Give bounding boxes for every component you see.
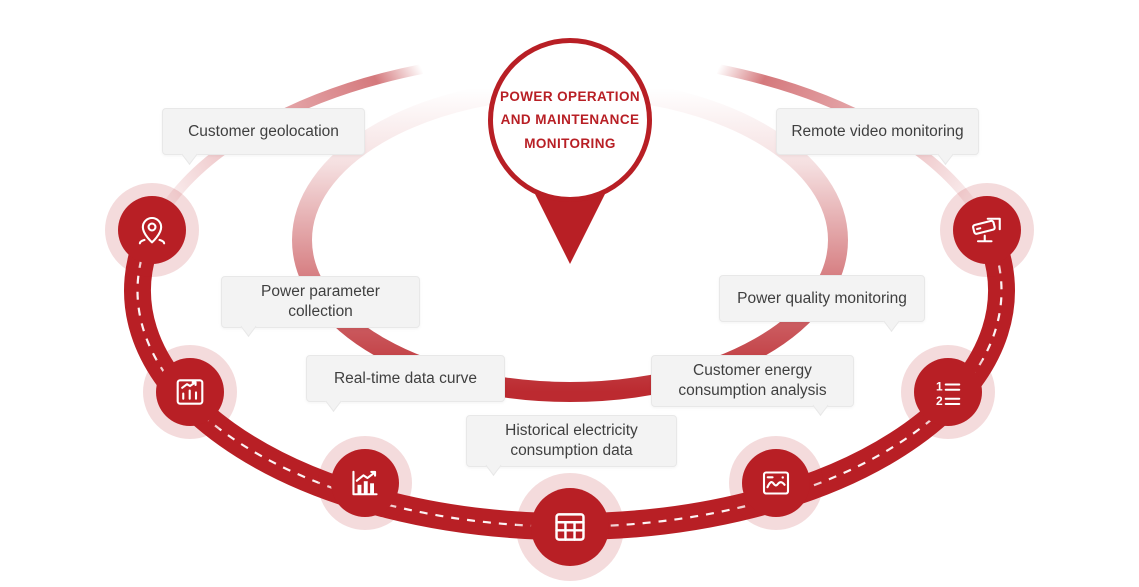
node-power-quality-monitoring: 1 2 [914,358,982,426]
center-title-line-1: POWER OPERATION [499,88,640,104]
data-table-icon [555,513,585,541]
node-power-parameter-collection [156,358,224,426]
svg-text:1: 1 [936,380,943,394]
svg-text:2: 2 [936,394,943,408]
cctv-camera-icon [972,217,1001,243]
label-customer-geolocation: Customer geolocation [162,108,365,155]
label-power-quality-monitoring: Power quality monitoring [719,275,925,322]
node-customer-energy-consumption-analysis [742,449,810,517]
label-historical-electricity-consumption-data: Historical electricity consumption data [466,415,677,467]
node-real-time-data-curve [331,449,399,517]
node-remote-video-monitoring [953,196,1021,264]
node-historical-electricity-consumption-data [531,488,609,566]
center-title-line-3: MONITORING [524,135,616,151]
numbered-list-icon: 1 2 [936,380,961,408]
label-remote-video-monitoring: Remote video monitoring [776,108,979,155]
label-real-time-data-curve: Real-time data curve [306,355,505,402]
location-pin-icon [138,216,166,245]
wave-chart-icon [762,471,790,495]
chart-board-icon [176,379,204,405]
center-title-line-2: AND MAINTENANCE [500,112,640,128]
center-title-badge: POWER OPERATION AND MAINTENANCE MONITORI… [488,38,652,202]
node-customer-geolocation [118,196,186,264]
growth-chart-icon [352,470,378,496]
label-customer-energy-consumption-analysis: Customer energy consumption analysis [651,355,854,407]
label-power-parameter-collection: Power parameter collection [221,276,420,328]
